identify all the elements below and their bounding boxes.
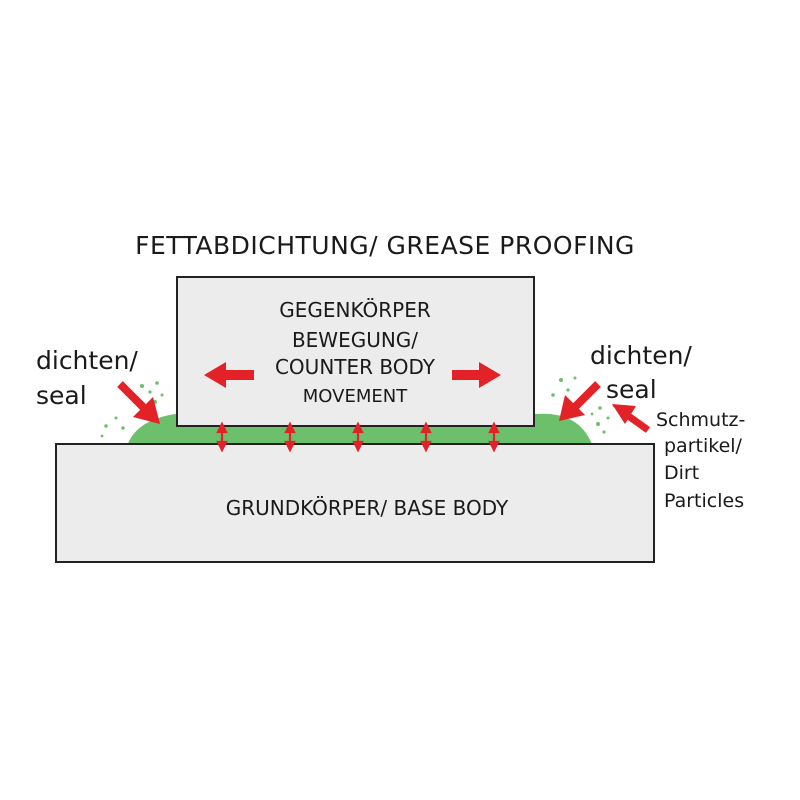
dirt-particles-right <box>551 376 616 434</box>
gap-arrow-4 <box>420 421 432 453</box>
seal-right-line1: dichten/ <box>590 341 692 370</box>
dirt-arrow <box>612 404 651 433</box>
gap-arrow-5 <box>488 421 500 453</box>
counter-body-line4: MOVEMENT <box>303 386 408 407</box>
counter-body-line2: BEWEGUNG/ <box>292 328 418 352</box>
seal-left-arrow <box>117 381 160 424</box>
seal-left-line2: seal <box>36 381 87 410</box>
base-body <box>55 443 655 563</box>
movement-arrow-right <box>452 362 501 388</box>
counter-body-line1: GEGENKÖRPER <box>279 298 431 322</box>
dirt-label-line4: Particles <box>664 490 744 512</box>
gap-arrows <box>216 421 500 453</box>
seal-left-line1: dichten/ <box>36 346 138 375</box>
gap-arrow-3 <box>352 421 364 453</box>
counter-body <box>176 276 535 427</box>
gap-arrow-2 <box>284 421 296 453</box>
dirt-label-line2: partikel/ <box>664 435 743 457</box>
counter-body-line3: COUNTER BODY <box>275 355 436 379</box>
dirt-label-line1: Schmutz- <box>656 409 745 431</box>
dirt-label-line3: Dirt <box>664 462 699 484</box>
diagram-title: FETTABDICHTUNG/ GREASE PROOFING <box>135 231 635 260</box>
seal-right-arrow <box>559 381 601 421</box>
gap-arrow-1 <box>216 421 228 453</box>
movement-arrow-left <box>204 362 254 388</box>
seal-right-line2: seal <box>606 375 657 404</box>
base-body-label: GRUNDKÖRPER/ BASE BODY <box>226 496 509 520</box>
